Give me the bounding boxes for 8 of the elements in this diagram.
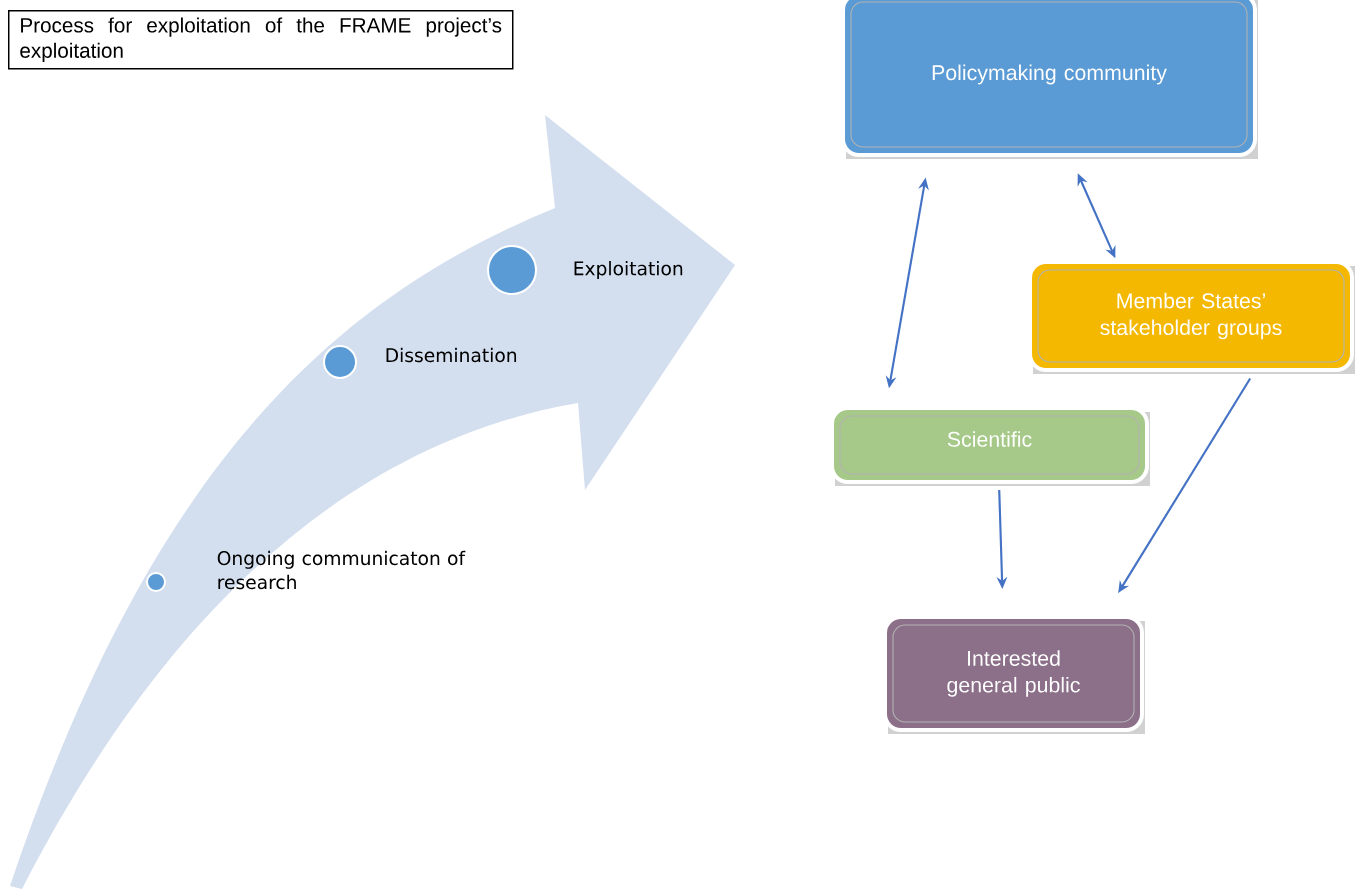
stage-label: Dissemination [386, 347, 517, 363]
title-box: Process for exploitation of the FRAME project’s exploitation [8, 10, 514, 70]
science-box: Scientific [830, 406, 1150, 486]
stage-label: Ongoing communicaton of research [217, 550, 466, 590]
public-box: Interested general public [883, 615, 1145, 734]
stage-label: Exploitation [574, 261, 683, 280]
stakeholder-box: Member States’ stakeholder groups [1028, 260, 1355, 374]
policy-box: Policymaking community [841, 0, 1258, 159]
